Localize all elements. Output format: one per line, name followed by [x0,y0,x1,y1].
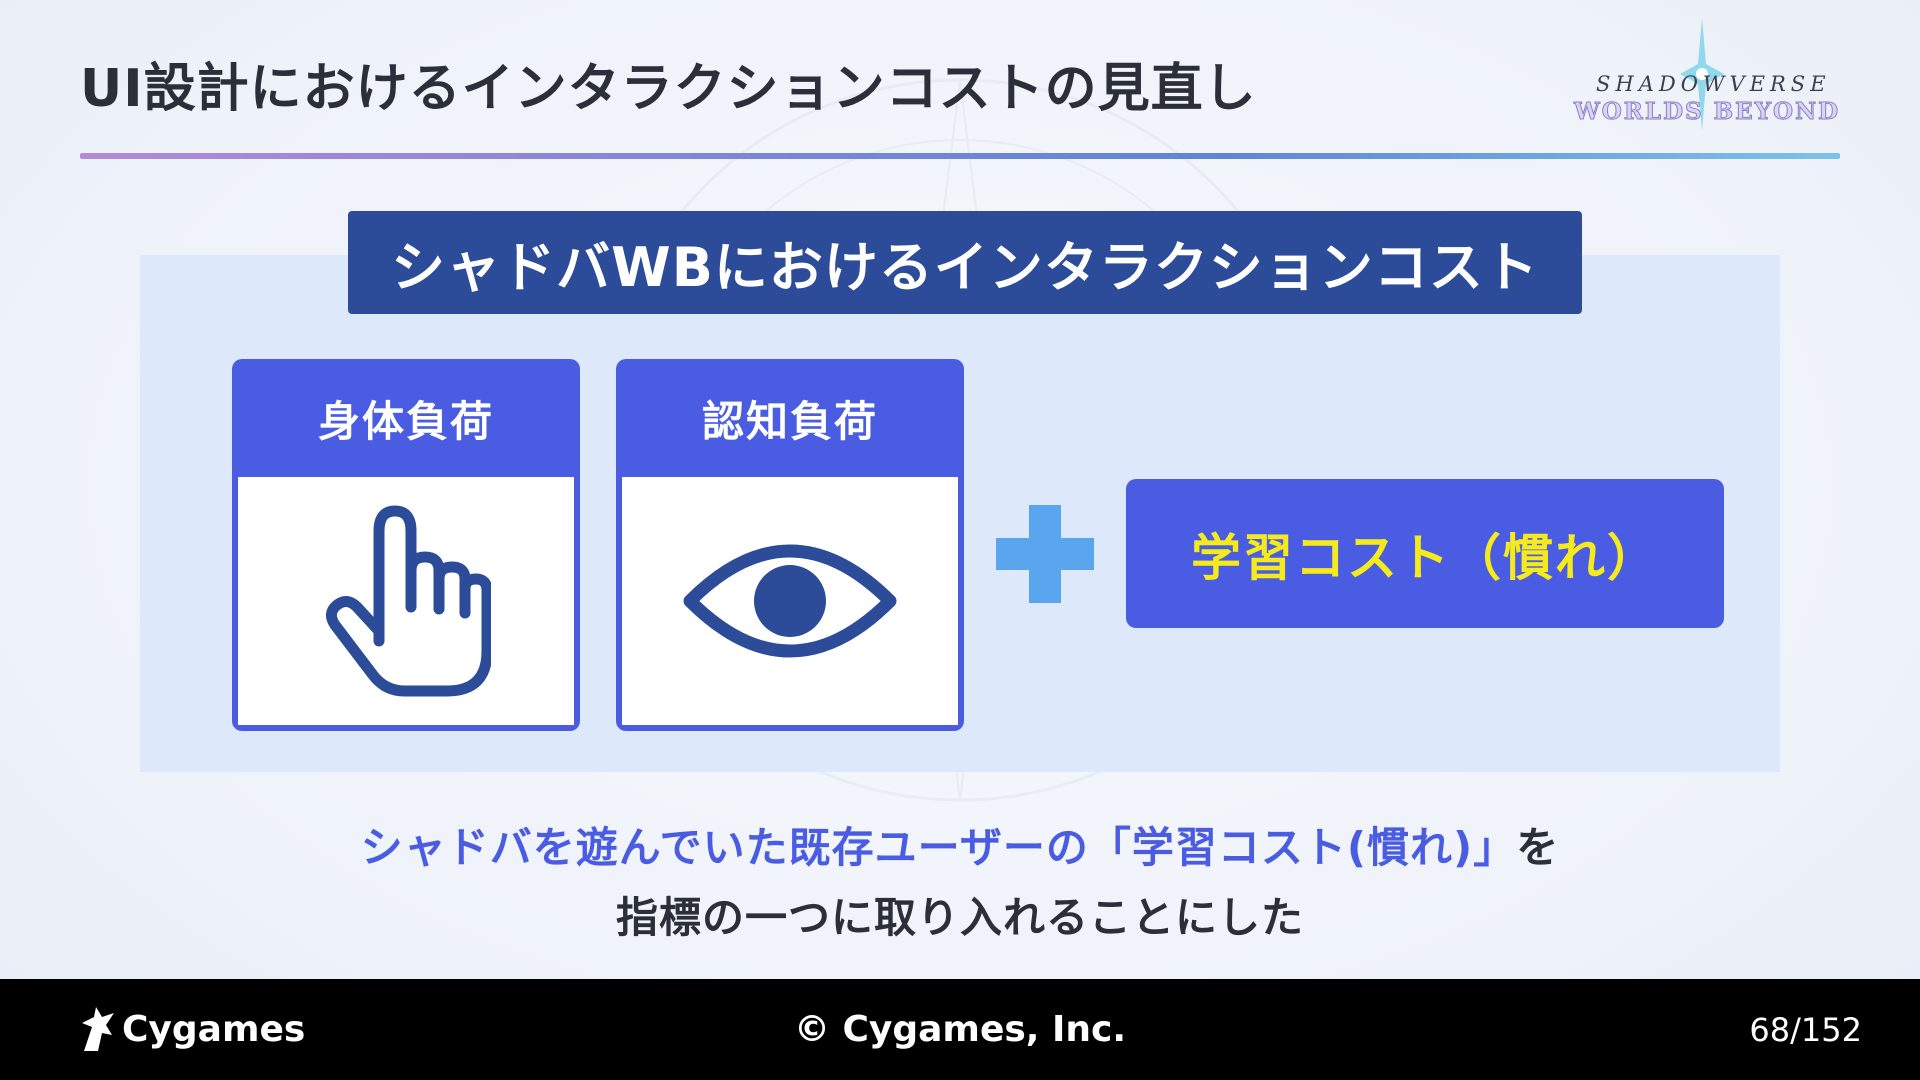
brand-name: Cygames [122,1008,306,1050]
page-number: 68/152 [1749,1010,1862,1049]
caption-tail: を [1516,823,1560,872]
shadowverse-worlds-beyond-logo: SHADOWVERSE WORLDS BEYOND [1552,18,1852,130]
section-banner: シャドバWBにおけるインタラクションコスト [348,211,1582,314]
cygames-logo: Cygames [78,1001,305,1057]
caption-highlight: シャドバを遊んでいた既存ユーザーの「学習コスト(慣れ)」 [360,823,1517,872]
logo-line-worlds-beyond: WORLDS BEYOND [1573,98,1841,126]
plus-icon [996,505,1094,603]
title-divider [80,153,1840,159]
card-label: 身体負荷 [317,396,494,446]
card-body [622,477,958,725]
cognitive-load-card: 認知負荷 [616,359,964,731]
copyright: © Cygames, Inc. [793,1009,1127,1050]
physical-load-card: 身体負荷 [232,359,580,731]
card-label: 認知負荷 [701,396,878,446]
eye-icon [683,544,897,658]
pointing-hand-icon [326,505,491,697]
caption-line-1: シャドバを遊んでいた既存ユーザーの「学習コスト(慣れ)」を [0,814,1920,875]
card-body [238,477,574,725]
cygames-mark-icon [82,1007,114,1051]
page-title: UI設計におけるインタラクションコストの見直し [80,59,1257,119]
footer-bar: Cygames © Cygames, Inc. 68/152 [0,979,1920,1080]
learning-cost-box: 学習コスト（慣れ） [1126,479,1724,628]
logo-line-shadowverse: SHADOWVERSE [1596,72,1831,96]
logo-star-icon [1680,18,1724,130]
caption-line-2: 指標の一つに取り入れることにした [615,893,1304,942]
